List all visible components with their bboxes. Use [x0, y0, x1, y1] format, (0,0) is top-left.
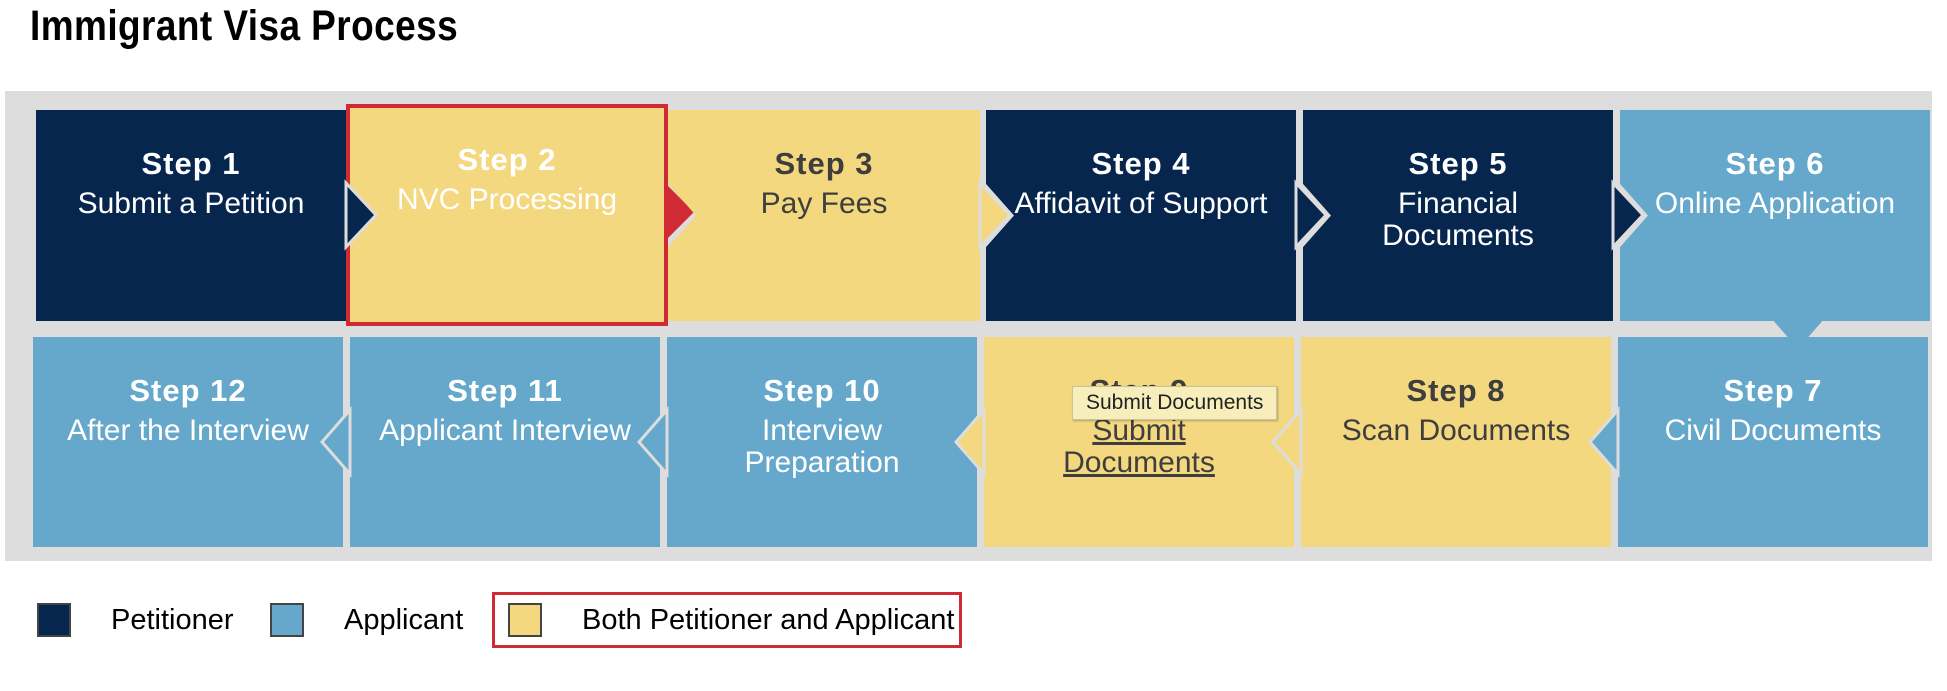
legend-label: Petitioner: [111, 603, 234, 636]
step-number: Step 6: [1725, 146, 1825, 181]
step-number: Step 12: [129, 373, 247, 408]
page-title: Immigrant Visa Process: [30, 2, 459, 50]
step-9-tile[interactable]: Step 9 Submit Documents: [984, 337, 1294, 547]
step-6-tile[interactable]: Step 6 Online Application: [1620, 110, 1930, 321]
petitioner-swatch: [37, 603, 71, 637]
step-title: Interview Preparation: [744, 414, 900, 479]
step-number: Step 1: [141, 146, 241, 181]
step-number: Step 5: [1408, 146, 1508, 181]
legend-label: Applicant: [344, 603, 464, 636]
step-title: Pay Fees: [760, 187, 888, 220]
step-title: After the Interview: [67, 414, 309, 447]
step-5-tile[interactable]: Step 5 Financial Documents: [1303, 110, 1613, 321]
legend-item-petitioner: Petitioner: [37, 590, 234, 650]
step-number: Step 2: [457, 142, 557, 177]
step-4-tile[interactable]: Step 4 Affidavit of Support: [986, 110, 1296, 321]
step-7-tile[interactable]: Step 7 Civil Documents: [1618, 337, 1928, 547]
step-title: Submit a Petition: [77, 187, 305, 220]
selected-legend-highlight: [492, 592, 962, 648]
step-number: Step 4: [1091, 146, 1191, 181]
applicant-swatch: [270, 603, 304, 637]
tooltip: Submit Documents: [1072, 386, 1278, 420]
step-12-tile[interactable]: Step 12 After the Interview: [33, 337, 343, 547]
legend: Petitioner Applicant Both Petitioner and…: [0, 590, 1000, 650]
step-number: Step 3: [774, 146, 874, 181]
step-1-tile[interactable]: Step 1 Submit a Petition: [36, 110, 346, 321]
step-title: NVC Processing: [396, 183, 618, 216]
step-11-tile[interactable]: Step 11 Applicant Interview: [350, 337, 660, 547]
step-title-link[interactable]: Submit Documents: [1063, 414, 1215, 479]
step-title: Applicant Interview: [379, 414, 631, 447]
step-number: Step 11: [447, 373, 563, 408]
both-swatch: [508, 603, 542, 637]
step-10-tile[interactable]: Step 10 Interview Preparation: [667, 337, 977, 547]
step-title: Affidavit of Support: [1014, 187, 1268, 220]
step-3-tile[interactable]: Step 3 Pay Fees: [668, 110, 980, 321]
step-2-tile[interactable]: Step 2 NVC Processing: [346, 104, 668, 326]
step-title: Civil Documents: [1664, 414, 1882, 447]
step-number: Step 7: [1723, 373, 1823, 408]
step-title: Scan Documents: [1341, 414, 1571, 447]
legend-item-applicant: Applicant: [270, 590, 463, 650]
step-number: Step 8: [1406, 373, 1506, 408]
step-title: Online Application: [1654, 187, 1896, 220]
legend-item-both: Both Petitioner and Applicant: [508, 590, 954, 650]
step-8-tile[interactable]: Step 8 Scan Documents: [1301, 337, 1611, 547]
step-title: Financial Documents: [1382, 187, 1534, 252]
step-number: Step 10: [763, 373, 881, 408]
legend-label: Both Petitioner and Applicant: [582, 603, 955, 636]
